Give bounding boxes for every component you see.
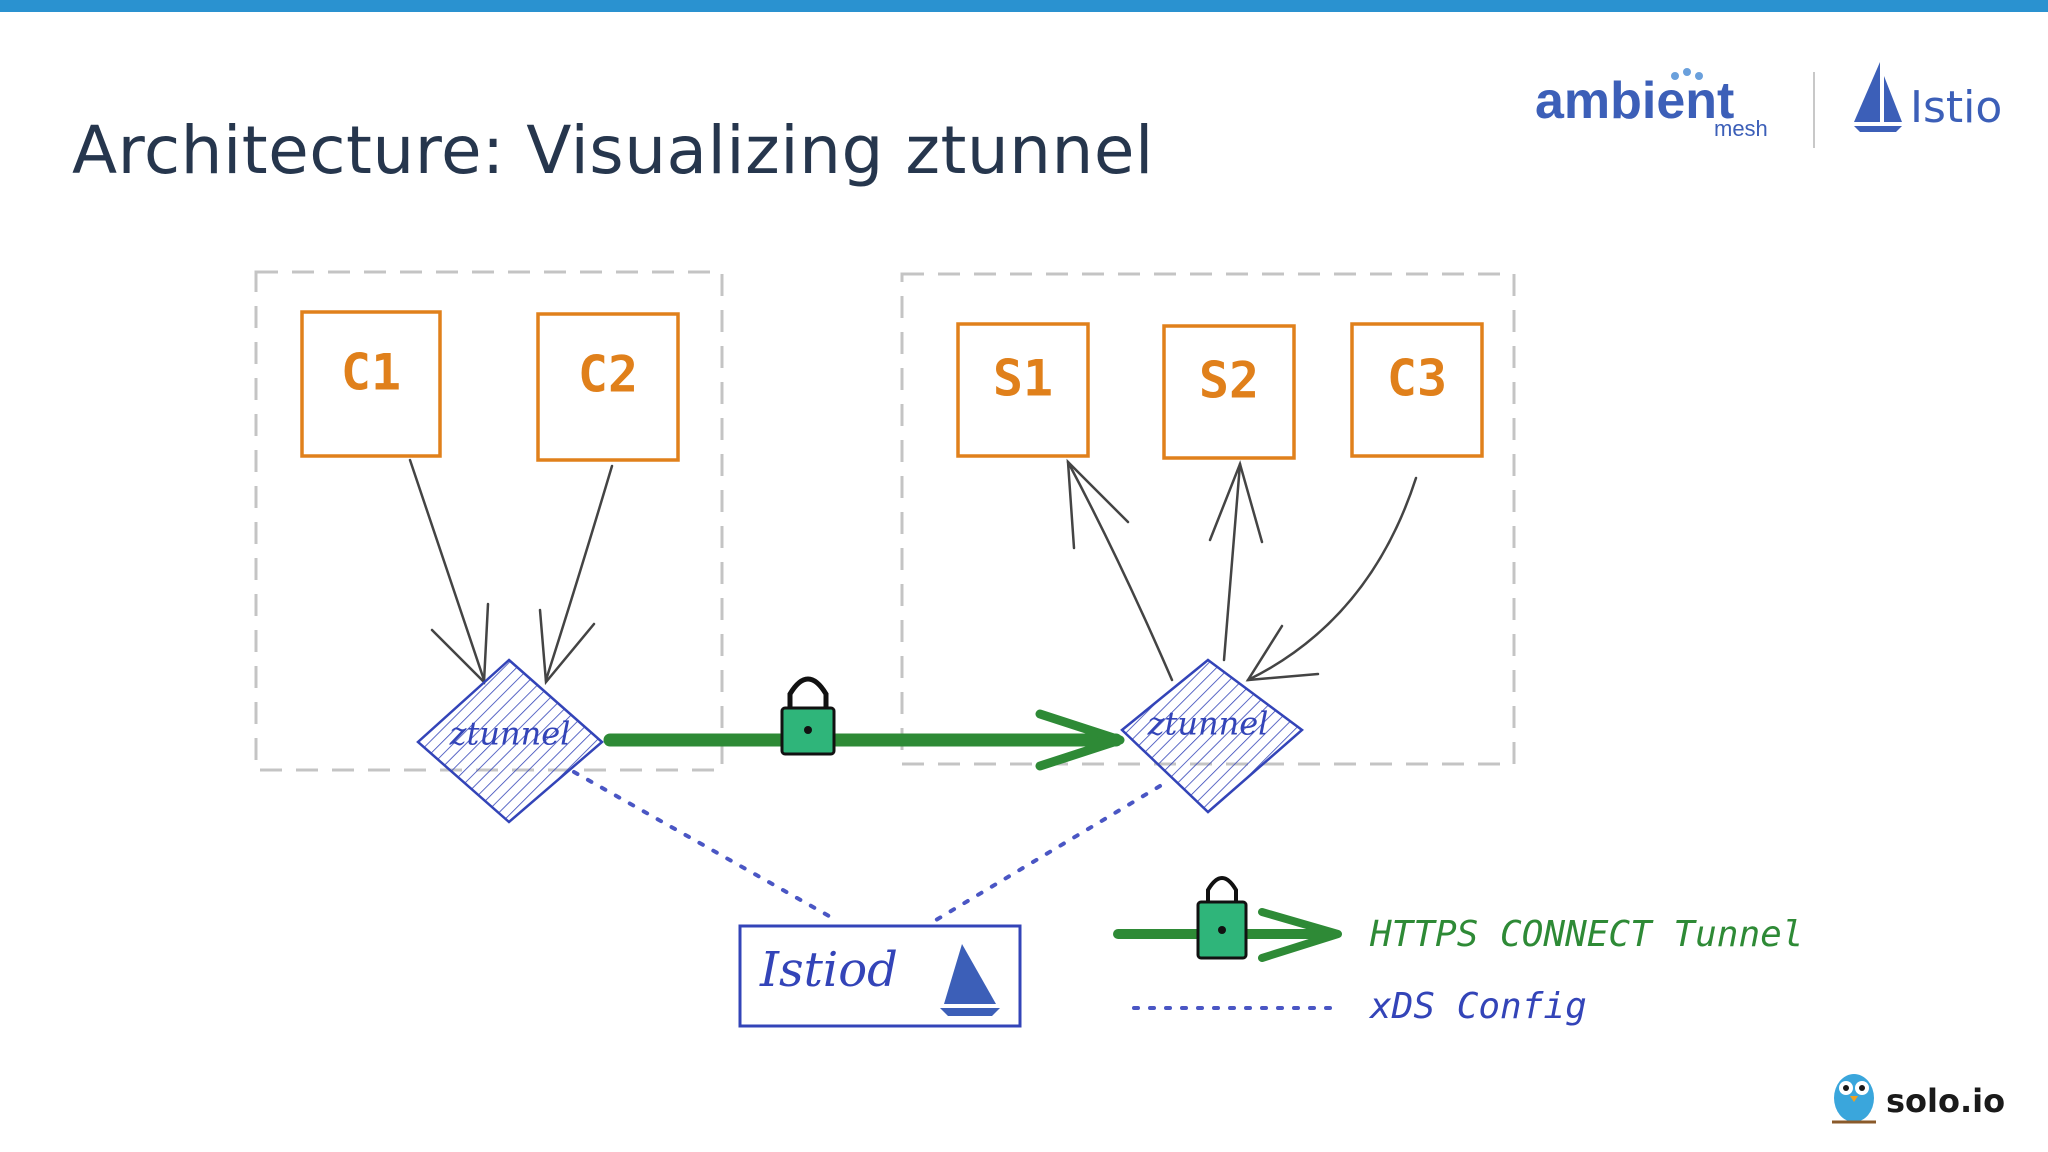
workload-box-s2: S2 <box>1162 324 1296 460</box>
istiod-box: Istiod <box>738 924 1022 1028</box>
istio-sail-icon <box>944 944 996 1004</box>
ztunnel-label: ztunnel <box>1147 705 1269 743</box>
solo-io-logo: solo.io <box>1832 1074 2005 1124</box>
legend: HTTPS CONNECT Tunnel xDS Config <box>1113 876 1803 1027</box>
page-title: Architecture: Visualizing ztunnel <box>72 112 1154 189</box>
ztunnel-to-s1-arrow <box>1066 458 1174 682</box>
top-accent-bar <box>0 0 2048 12</box>
solo-logo-text: solo.io <box>1886 1082 2005 1120</box>
c2-to-ztunnel-arrow <box>538 464 614 686</box>
workload-label: S1 <box>993 350 1053 408</box>
ztunnel-right: ztunnel <box>1120 658 1304 814</box>
ambient-mesh-logo: ambient mesh <box>1535 68 1768 141</box>
workload-box-c1: C1 <box>300 310 442 458</box>
owl-icon <box>1832 1074 1876 1124</box>
xds-config-line-right <box>934 784 1162 922</box>
legend-xds-label: xDS Config <box>1368 986 1587 1027</box>
ambient-logo-text: ambient <box>1535 72 1734 130</box>
c1-to-ztunnel-arrow <box>408 458 490 685</box>
tunnel-lock-icon <box>780 676 836 756</box>
istio-sail-icon <box>1854 62 1880 122</box>
ztunnel-label: ztunnel <box>449 715 571 753</box>
istiod-label: Istiod <box>759 942 898 998</box>
workload-box-c3: C3 <box>1350 322 1484 458</box>
workload-box-c2: C2 <box>536 312 680 462</box>
legend-https-label: HTTPS CONNECT Tunnel <box>1369 914 1803 955</box>
xds-config-line-left <box>572 770 838 922</box>
https-connect-tunnel-arrow <box>603 709 1125 771</box>
ambient-logo-subtext: mesh <box>1714 116 1768 141</box>
istio-logo-text: Istio <box>1910 82 2002 133</box>
workload-label: C1 <box>341 344 401 402</box>
istio-logo: Istio <box>1854 62 2002 133</box>
workload-label: S2 <box>1199 352 1259 410</box>
workload-label: C2 <box>578 346 638 404</box>
ztunnel-left: ztunnel <box>416 658 604 824</box>
workload-box-s1: S1 <box>956 322 1090 458</box>
workload-label: C3 <box>1387 350 1447 408</box>
legend-lock-icon <box>1196 876 1248 960</box>
ztunnel-to-s2-arrow <box>1208 460 1264 662</box>
c3-to-ztunnel-arrow <box>1245 476 1418 682</box>
